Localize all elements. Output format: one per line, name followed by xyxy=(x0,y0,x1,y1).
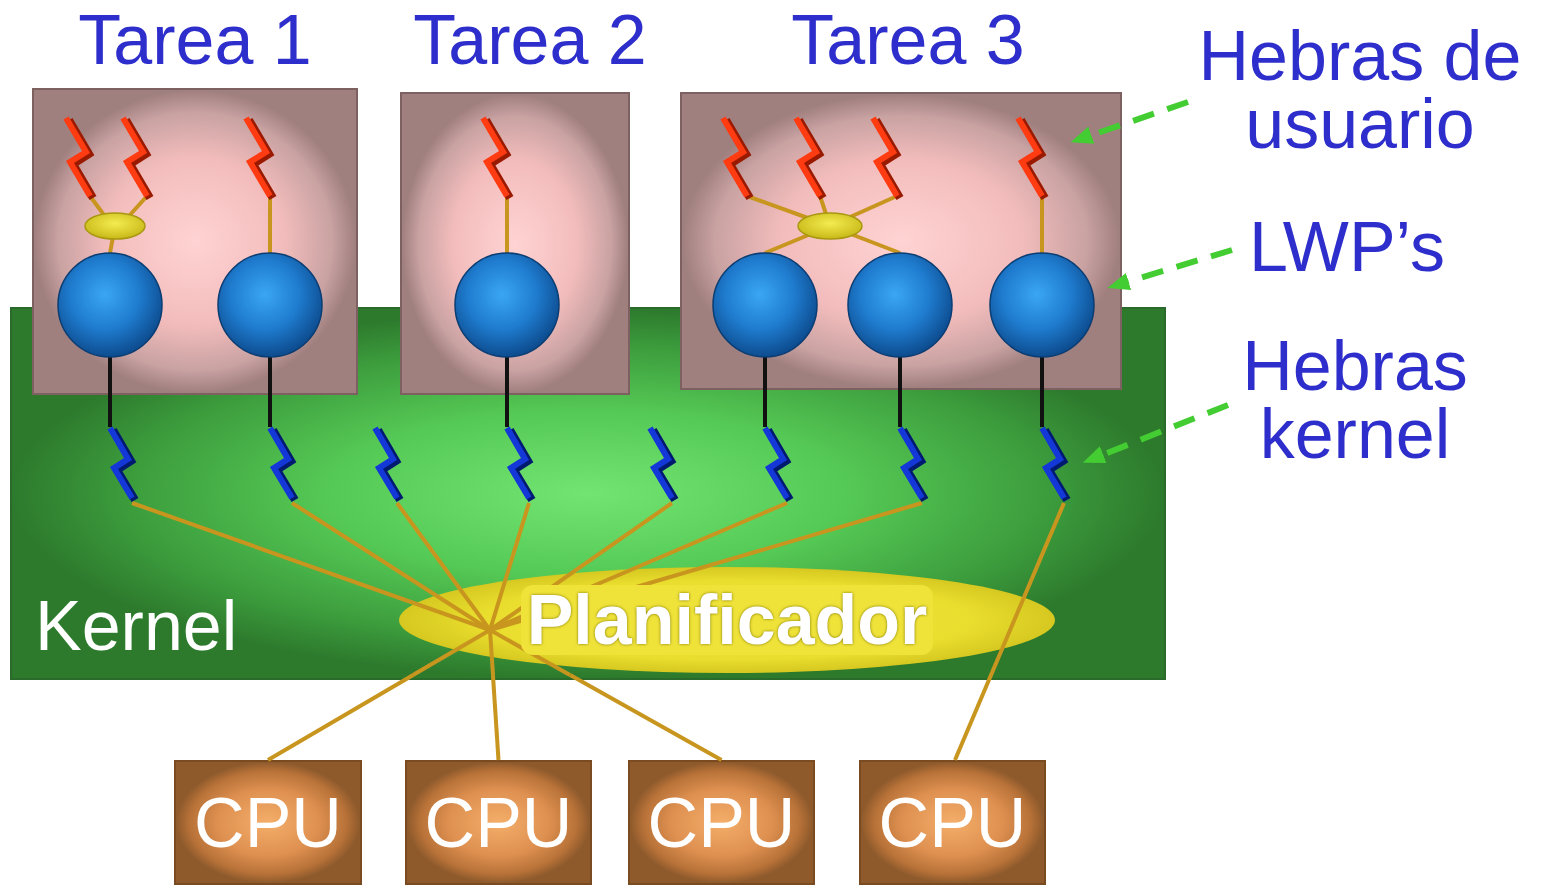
thread-link xyxy=(830,196,897,226)
user-threads xyxy=(66,118,1045,198)
kernel-thread-link xyxy=(490,503,529,630)
kernel-thread-cpu-link xyxy=(955,503,1064,760)
thread-link xyxy=(747,196,830,226)
lwp-link xyxy=(898,357,902,427)
task-box: Tarea 2 xyxy=(400,92,630,395)
cpu-box: CPU xyxy=(174,760,362,885)
callout-leader xyxy=(1080,102,1188,139)
cpu-box: CPU xyxy=(628,760,816,885)
callout-leader xyxy=(1117,250,1232,285)
task-box: Tarea 3 xyxy=(680,92,1122,390)
lwp-sphere xyxy=(455,253,559,357)
scheduler-cpu-link xyxy=(493,675,499,760)
thread-link xyxy=(90,196,112,226)
ellipse-shape xyxy=(399,567,1055,673)
user-thread xyxy=(483,118,510,198)
user-thread xyxy=(246,118,273,198)
lwp-link xyxy=(1040,357,1044,427)
scheduler-spoke xyxy=(490,630,493,675)
callout-anchor: LWP’s xyxy=(1197,213,1497,281)
thread-link xyxy=(120,196,147,226)
user-thread xyxy=(1018,118,1045,198)
scheduler-spoke xyxy=(413,630,490,675)
kernel-thread-link xyxy=(132,503,490,630)
user-thread xyxy=(873,118,900,198)
cpu-label: CPU xyxy=(194,788,342,858)
scheduler-spoke xyxy=(490,630,570,675)
cpu-label: CPU xyxy=(879,788,1027,858)
lwp-sphere xyxy=(990,253,1094,357)
cpu-box: CPU xyxy=(405,760,593,885)
kernel-thread-link xyxy=(490,503,787,630)
thread-library xyxy=(798,213,862,239)
callout-label: Hebras de usuario xyxy=(1170,22,1550,158)
kernel-thread xyxy=(900,428,925,500)
task-title: Tarea 1 xyxy=(78,5,311,75)
kernel-thread-links xyxy=(132,503,1064,760)
kernel-thread-link xyxy=(292,503,490,630)
thread-link xyxy=(820,196,830,226)
callout-label: Hebras kernel xyxy=(1225,332,1485,468)
task-box: Tarea 1 xyxy=(32,88,358,395)
user-thread xyxy=(796,118,823,198)
thread-link xyxy=(765,226,830,253)
task-title: Tarea 2 xyxy=(413,5,646,75)
thread-library xyxy=(85,213,145,239)
lwp-link xyxy=(268,357,272,427)
lwp-sphere xyxy=(848,253,952,357)
cpu-label: CPU xyxy=(425,788,573,858)
scheduler-label: Planificador xyxy=(521,585,934,655)
kernel-thread xyxy=(765,428,790,500)
lwp-sphere xyxy=(58,253,162,357)
user-thread xyxy=(66,118,93,198)
kernel-thread xyxy=(507,428,532,500)
thread-link xyxy=(830,226,900,253)
lwp-spheres xyxy=(58,253,1094,357)
kernel-threads xyxy=(110,428,1067,500)
thread-link xyxy=(268,196,272,253)
lwp-link xyxy=(763,357,767,427)
cpu-box: CPU xyxy=(859,760,1047,885)
thread-link xyxy=(505,196,509,253)
thread-link xyxy=(110,226,115,253)
callout-anchor: Hebras de usuario xyxy=(1170,22,1550,158)
task-title: Tarea 3 xyxy=(791,5,1024,75)
callout-label: LWP’s xyxy=(1197,213,1497,281)
callout-anchor: Hebras kernel xyxy=(1225,332,1485,468)
kernel-thread xyxy=(110,428,135,500)
scheduler-cpu-link xyxy=(570,675,721,760)
lwp-links xyxy=(110,357,1042,427)
kernel-thread-link xyxy=(397,503,490,630)
kernel-thread-link xyxy=(490,503,672,630)
cpu-label: CPU xyxy=(648,788,796,858)
kernel-thread xyxy=(1042,428,1067,500)
lwp-link xyxy=(108,357,112,427)
thread-link xyxy=(1040,196,1044,253)
kernel-thread-link xyxy=(490,503,922,630)
kernel-thread xyxy=(650,428,675,500)
callout-leaders xyxy=(1080,102,1232,459)
kernel-thread xyxy=(270,428,295,500)
thread-links xyxy=(90,196,1042,253)
scheduler-ellipse: Planificador xyxy=(397,565,1057,675)
user-thread xyxy=(123,118,150,198)
scheduler-cpu-link xyxy=(268,675,413,760)
kernel-thread xyxy=(375,428,400,500)
lwp-sphere xyxy=(713,253,817,357)
callout-leader xyxy=(1092,405,1228,459)
kernel-label: Kernel xyxy=(35,591,237,661)
user-thread xyxy=(723,118,750,198)
lwp-sphere xyxy=(218,253,322,357)
lwp-link xyxy=(505,357,509,427)
